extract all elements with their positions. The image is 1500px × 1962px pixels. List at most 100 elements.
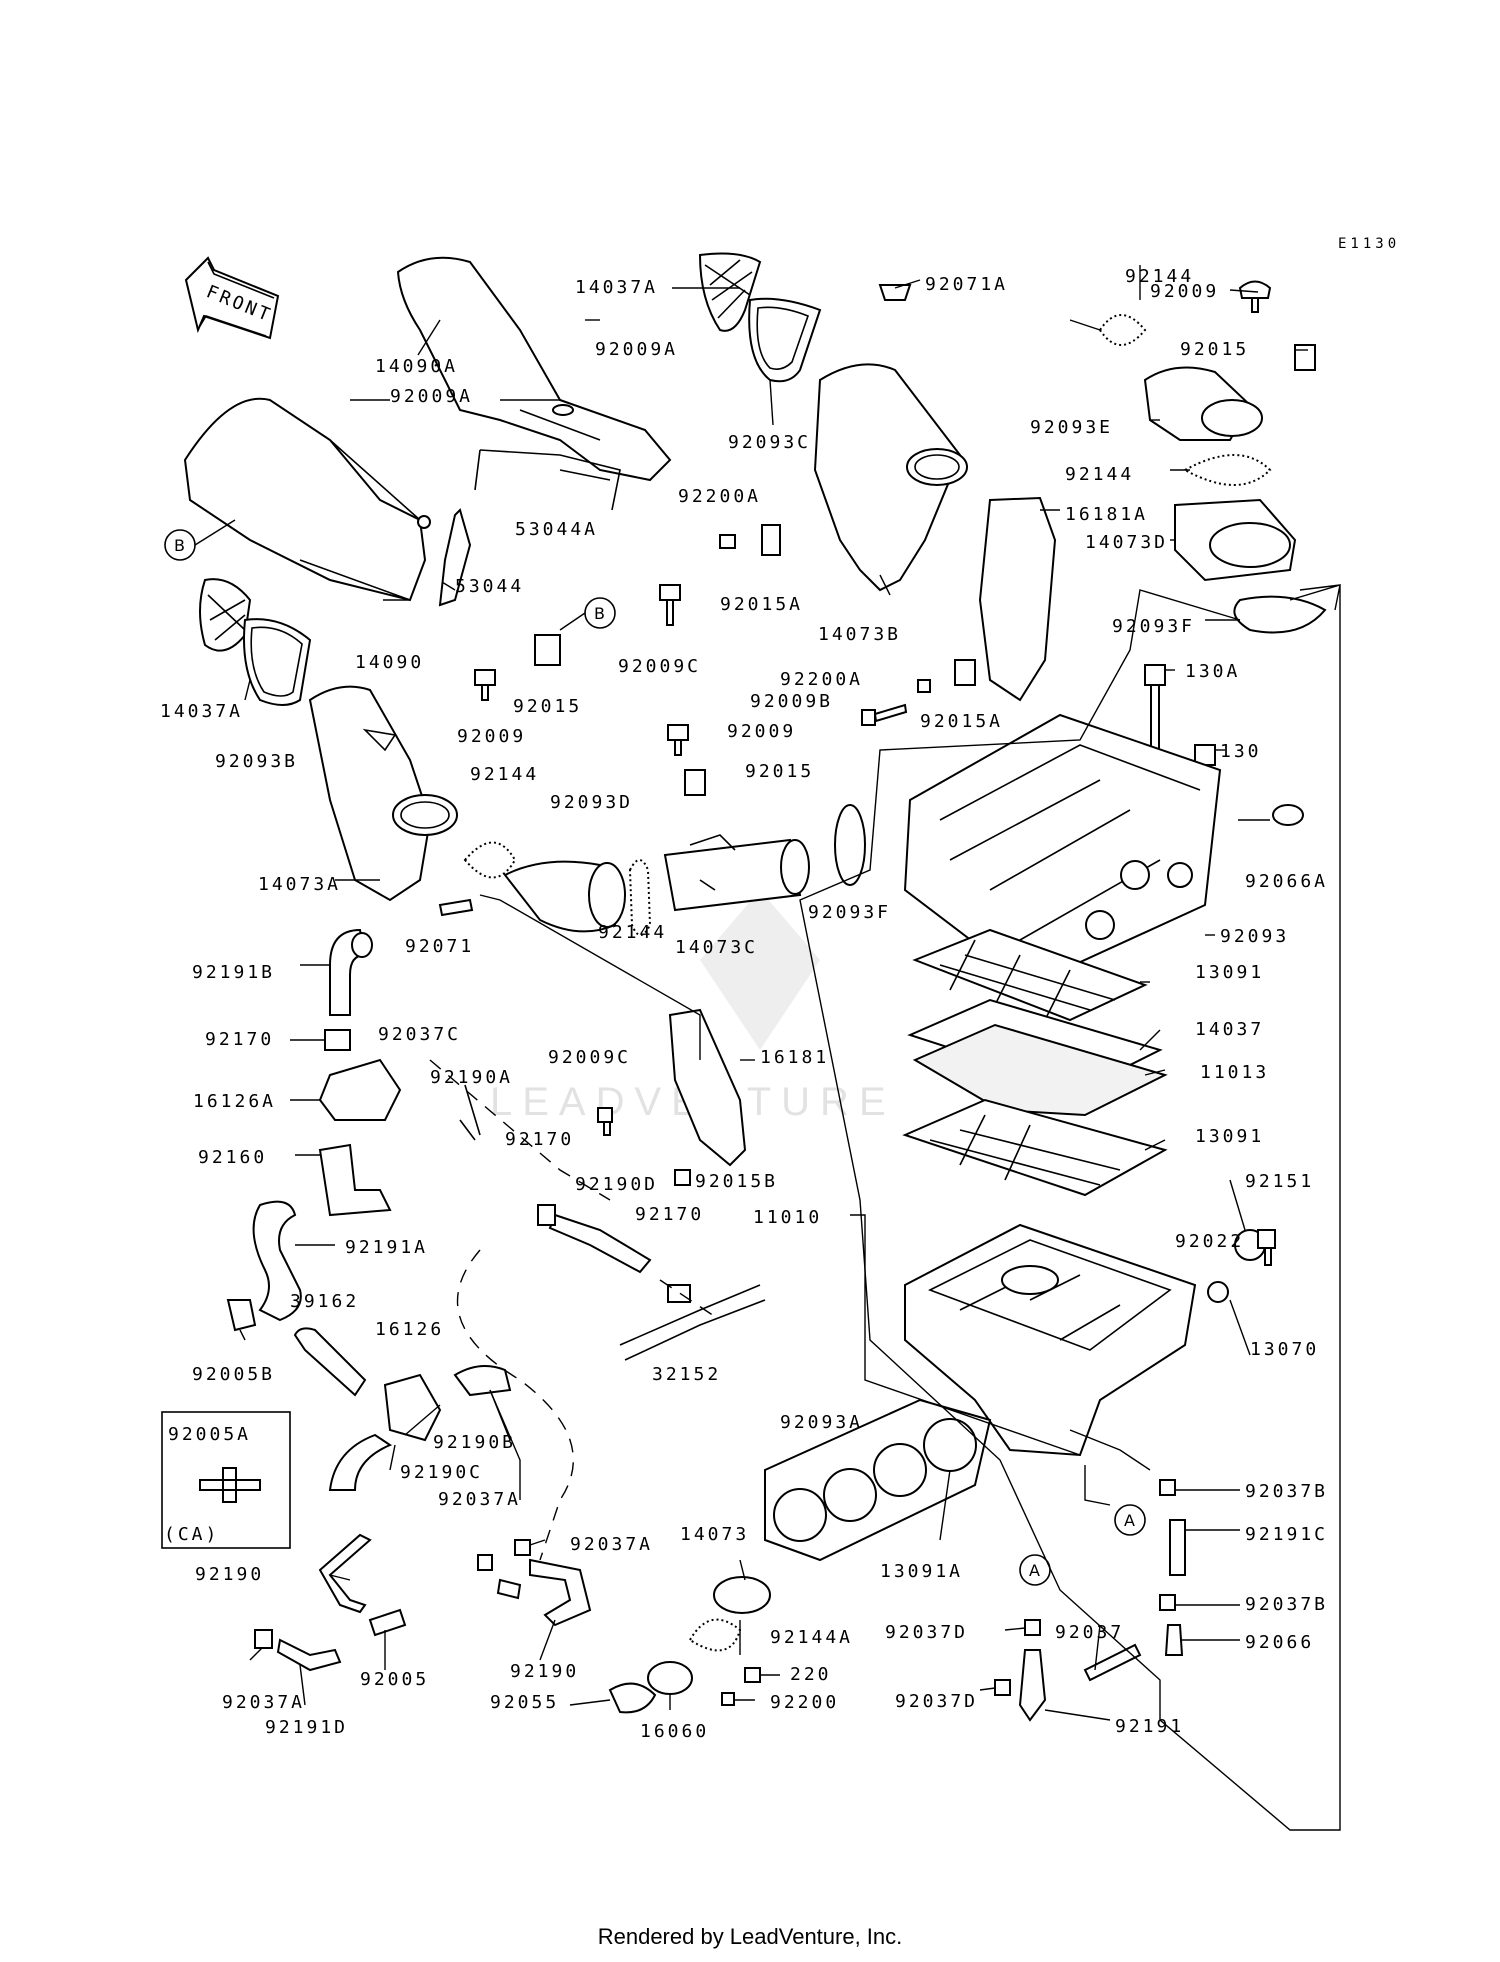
collar-92015-m [684, 769, 706, 796]
strip-92037 [1083, 1643, 1142, 1682]
collar-92200a-2 [917, 679, 931, 693]
label-92191b: 92191B [192, 962, 275, 983]
label-14073b: 14073B [818, 624, 901, 645]
clip-92037a-1 [477, 1554, 493, 1571]
label-92093: 92093 [1220, 926, 1289, 947]
spring-92144-r2 [1182, 454, 1272, 486]
label-92015-l: 92015 [513, 696, 582, 717]
label-16181: 16181 [760, 1047, 829, 1068]
label-92009a-2: 92009A [390, 386, 473, 407]
bolt-92151 [1257, 1229, 1276, 1266]
cap-92055 [608, 1682, 657, 1714]
label-92190c: 92190C [400, 1462, 483, 1483]
bolt-220 [744, 1667, 761, 1683]
strip-53044 [438, 508, 472, 607]
valve-16126 [383, 1373, 442, 1442]
oring-92093f-2 [834, 804, 866, 886]
label-92200a-2: 92200A [780, 669, 863, 690]
oring-92093f-1 [1233, 595, 1327, 634]
ref-marker-a1 [1114, 1504, 1146, 1536]
hose-92190d [548, 1213, 652, 1274]
label-14090a: 14090A [375, 356, 458, 377]
label-14073d: 14073D [1085, 532, 1168, 553]
label-92144-tr: 92144 [1125, 266, 1194, 287]
label-92170-2: 92170 [505, 1129, 574, 1150]
bracket-53044a [474, 449, 621, 511]
label-92009-tr: 92009 [1150, 281, 1219, 302]
grommet-92015b [674, 1169, 691, 1186]
label-11010: 11010 [753, 1207, 822, 1228]
label-39162: 39162 [290, 1291, 359, 1312]
label-14073c: 14073C [675, 937, 758, 958]
hose-92190-1 [318, 1533, 372, 1614]
label-130: 130 [1220, 741, 1262, 762]
bracket-92160 [318, 1143, 392, 1217]
hose-92191c [1169, 1519, 1186, 1576]
label-92093a: 92093A [780, 1412, 863, 1433]
ring-14073 [713, 1576, 771, 1614]
spring-92144-m2 [628, 859, 652, 936]
label-92015a-1: 92015A [720, 594, 803, 615]
cap-92066 [1164, 1624, 1184, 1656]
label-14037: 14037 [1195, 1019, 1264, 1040]
label-92015b: 92015B [695, 1171, 778, 1192]
cover-16181a [978, 496, 1057, 702]
label-92191: 92191 [1115, 1716, 1184, 1737]
diagram-code: E1130 [1338, 236, 1400, 252]
label-92005: 92005 [360, 1669, 429, 1690]
label-13091-1: 13091 [1195, 962, 1264, 983]
label-92190d: 92190D [575, 1174, 658, 1195]
ref-marker-a2 [1019, 1554, 1051, 1586]
label-16126: 16126 [375, 1319, 444, 1340]
upper-housing [903, 713, 1222, 987]
hose-92190-2 [529, 1558, 592, 1627]
seal-92093b [243, 618, 312, 706]
label-13091-2: 13091 [1195, 1126, 1264, 1147]
label-92009b: 92009B [750, 691, 833, 712]
label-92170-3: 92170 [635, 1204, 704, 1225]
bolt-92009c-2 [597, 1107, 613, 1136]
label-92093d: 92093D [550, 792, 633, 813]
ca-inset: 92005A (CA) [161, 1411, 291, 1549]
label-13091a: 13091A [880, 1561, 963, 1582]
label-92071: 92071 [405, 936, 474, 957]
label-92009a-1: 92009A [595, 339, 678, 360]
label-14073: 14073 [680, 1524, 749, 1545]
front-arrow: FRONT [184, 256, 280, 340]
filter-14037a-left [199, 578, 252, 652]
tee-92005 [368, 1608, 407, 1637]
pipe-32152 [619, 1284, 766, 1361]
duct-14073b [813, 363, 962, 592]
label-92015-m: 92015 [745, 761, 814, 782]
mesh-13091-2 [902, 1098, 1168, 1197]
label-92037a-2: 92037A [570, 1534, 653, 1555]
label-92160: 92160 [198, 1147, 267, 1168]
elbow-92005b [226, 1299, 257, 1332]
filter-14037a-top [698, 252, 762, 332]
clip-92037b-2 [1159, 1594, 1176, 1611]
collar-92015-tr [1294, 344, 1316, 371]
tube-14073c [663, 838, 802, 912]
hose-92191a [252, 1200, 302, 1322]
label-92093e: 92093E [1030, 417, 1113, 438]
label-92190-2: 92190 [510, 1661, 579, 1682]
grommet-92071a [878, 284, 912, 301]
label-92190-1: 92190 [195, 1564, 264, 1585]
label-92191c: 92191C [1245, 1524, 1328, 1545]
label-32152: 32152 [652, 1364, 721, 1385]
svg-text:A: A [1124, 1511, 1135, 1530]
duct-14090a [396, 256, 672, 482]
label-13070: 13070 [1250, 1339, 1319, 1360]
valve-16126a [318, 1058, 402, 1121]
duct-14073a [308, 685, 432, 902]
hose-92191d [276, 1638, 342, 1672]
parts-outlines [183, 252, 1327, 1722]
hose-92190c [328, 1433, 393, 1491]
collar-92015a-1 [761, 524, 781, 556]
label-53044a: 53044A [515, 519, 598, 540]
label-92015a-2: 92015A [920, 711, 1003, 732]
duct-14090 [183, 397, 427, 602]
label-130a: 130A [1185, 661, 1240, 682]
svg-text:B: B [594, 604, 605, 623]
